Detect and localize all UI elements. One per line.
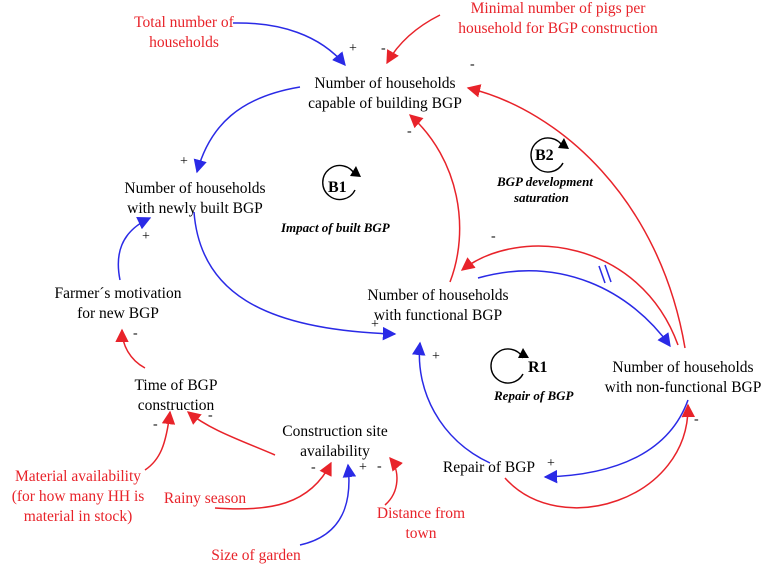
loop-r1: R1 Repair of BGP bbox=[490, 348, 575, 403]
external-material-line-2: (for how many HH is bbox=[12, 488, 145, 505]
external-rainy-line-1: Rainy season bbox=[164, 490, 246, 507]
link-site-to-time bbox=[186, 411, 276, 456]
link-repair-to-nonfunctional bbox=[504, 403, 695, 509]
link-functional-to-nonfunctional bbox=[477, 270, 671, 348]
node-functional-line-2: with functional BGP bbox=[374, 307, 502, 324]
loop-b2-label-line-2: saturation bbox=[513, 190, 569, 205]
node-newly-built-line-1: Number of households bbox=[124, 180, 265, 197]
external-min-pigs-line-1: Minimal number of pigs per bbox=[471, 0, 647, 17]
loop-b2-arrowhead-icon bbox=[558, 138, 569, 149]
sign-material-time: - bbox=[153, 417, 158, 432]
node-motivation: Farmer´s motivation for new BGP bbox=[55, 285, 182, 322]
node-capable-line-1: Number of households bbox=[314, 75, 455, 92]
sign-motivation-newly-built: + bbox=[142, 229, 150, 244]
sign-site-time: - bbox=[208, 408, 213, 423]
external-distance: Distance from town bbox=[377, 505, 465, 542]
link-distance-to-site bbox=[384, 456, 403, 506]
link-rainy-to-site bbox=[214, 461, 332, 510]
node-capable-line-2: capable of building BGP bbox=[308, 95, 462, 112]
link-time-to-motivation bbox=[115, 328, 146, 369]
loop-b1-arrow-icon bbox=[322, 164, 356, 201]
sign-minpigs-capable: - bbox=[381, 41, 386, 56]
node-time-line-1: Time of BGP bbox=[135, 377, 218, 394]
loop-b2: B2 BGP development saturation bbox=[496, 137, 593, 205]
external-min-pigs-line-2: household for BGP construction bbox=[458, 20, 658, 37]
link-repair-to-functional bbox=[412, 341, 491, 464]
loop-b2-label-line-1: BGP development bbox=[496, 174, 593, 189]
external-total-line-2: households bbox=[149, 34, 219, 51]
sign-newly-built-functional: + bbox=[371, 317, 379, 332]
node-site-line-2: availability bbox=[300, 443, 370, 460]
node-motivation-line-2: for new BGP bbox=[77, 305, 159, 322]
external-material-line-1: Material availability bbox=[15, 468, 141, 485]
link-nonfunctional-to-capable bbox=[466, 84, 686, 349]
external-total-line-1: Total number of bbox=[134, 14, 234, 31]
sign-time-motivation: - bbox=[133, 326, 138, 341]
sign-nonfunctional-functional: - bbox=[491, 229, 496, 244]
loop-b2-arrow-icon bbox=[530, 137, 564, 173]
node-newly-built-line-2: with newly built BGP bbox=[127, 200, 263, 217]
loop-r1-arrow-icon bbox=[490, 348, 524, 384]
link-material-to-time bbox=[144, 410, 176, 471]
link-capable-to-newly-built bbox=[193, 86, 301, 174]
node-functional-line-1: Number of households bbox=[367, 287, 508, 304]
node-functional: Number of households with functional BGP bbox=[367, 287, 508, 324]
external-rainy: Rainy season bbox=[164, 490, 246, 507]
external-min-pigs: Minimal number of pigs per household for… bbox=[458, 0, 658, 37]
sign-total-capable: + bbox=[349, 41, 357, 56]
node-repair: Repair of BGP bbox=[443, 459, 535, 476]
loop-r1-label: Repair of BGP bbox=[493, 388, 575, 403]
node-repair-line-1: Repair of BGP bbox=[443, 459, 535, 476]
sign-repair-nonfunctional: - bbox=[694, 412, 699, 427]
loop-b1-arrowhead-icon bbox=[350, 166, 361, 177]
sign-repair-functional: + bbox=[432, 349, 440, 364]
sign-nonfunctional-repair: + bbox=[547, 456, 555, 471]
delay-mark-2 bbox=[604, 264, 612, 283]
node-capable: Number of households capable of building… bbox=[308, 75, 462, 112]
external-distance-line-2: town bbox=[406, 525, 437, 542]
sign-rainy-site: - bbox=[311, 460, 316, 475]
node-motivation-line-1: Farmer´s motivation bbox=[55, 285, 182, 302]
node-non-functional-line-1: Number of households bbox=[612, 359, 753, 376]
sign-functional-capable: - bbox=[407, 124, 412, 139]
link-minpigs-to-capable bbox=[386, 14, 441, 65]
external-distance-line-1: Distance from bbox=[377, 505, 465, 522]
sign-nonfunctional-capable: - bbox=[470, 57, 475, 72]
polarity-signs: + - + - - - + + + - + - - - - + - bbox=[133, 41, 699, 475]
loop-b1-label: Impact of built BGP bbox=[280, 220, 391, 235]
link-nonfunctional-to-functional bbox=[460, 245, 679, 346]
external-garden: Size of garden bbox=[211, 547, 301, 564]
sign-garden-site: + bbox=[359, 460, 367, 475]
link-functional-to-capable bbox=[408, 114, 461, 283]
node-time-line-2: construction bbox=[138, 397, 215, 414]
loop-r1-arrowhead-icon bbox=[518, 348, 529, 358]
external-garden-line-1: Size of garden bbox=[211, 547, 301, 564]
node-site-line-1: Construction site bbox=[282, 423, 388, 440]
node-non-functional-line-2: with non-functional BGP bbox=[605, 379, 762, 396]
external-material: Material availability (for how many HH i… bbox=[12, 468, 145, 525]
loop-b2-id: B2 bbox=[535, 147, 554, 164]
link-motivation-to-newly-built bbox=[117, 217, 152, 281]
node-site: Construction site availability bbox=[282, 423, 388, 460]
link-nonfunctional-to-repair bbox=[543, 399, 689, 484]
external-total: Total number of households bbox=[134, 14, 234, 51]
link-newly-built-to-functional bbox=[193, 211, 397, 341]
link-total-to-capable bbox=[232, 22, 346, 67]
link-garden-to-site bbox=[299, 463, 357, 546]
external-material-line-3: material in stock) bbox=[24, 508, 132, 525]
node-non-functional: Number of households with non-functional… bbox=[605, 359, 762, 396]
delay-mark-1 bbox=[598, 265, 606, 284]
loop-b1-id: B1 bbox=[328, 179, 347, 196]
node-newly-built: Number of households with newly built BG… bbox=[124, 180, 265, 217]
loop-r1-id: R1 bbox=[528, 359, 548, 376]
sign-capable-newly-built: + bbox=[180, 154, 188, 169]
node-time: Time of BGP construction bbox=[135, 377, 218, 414]
loop-b1: B1 Impact of built BGP bbox=[280, 164, 391, 235]
sign-distance-site: - bbox=[377, 459, 382, 474]
